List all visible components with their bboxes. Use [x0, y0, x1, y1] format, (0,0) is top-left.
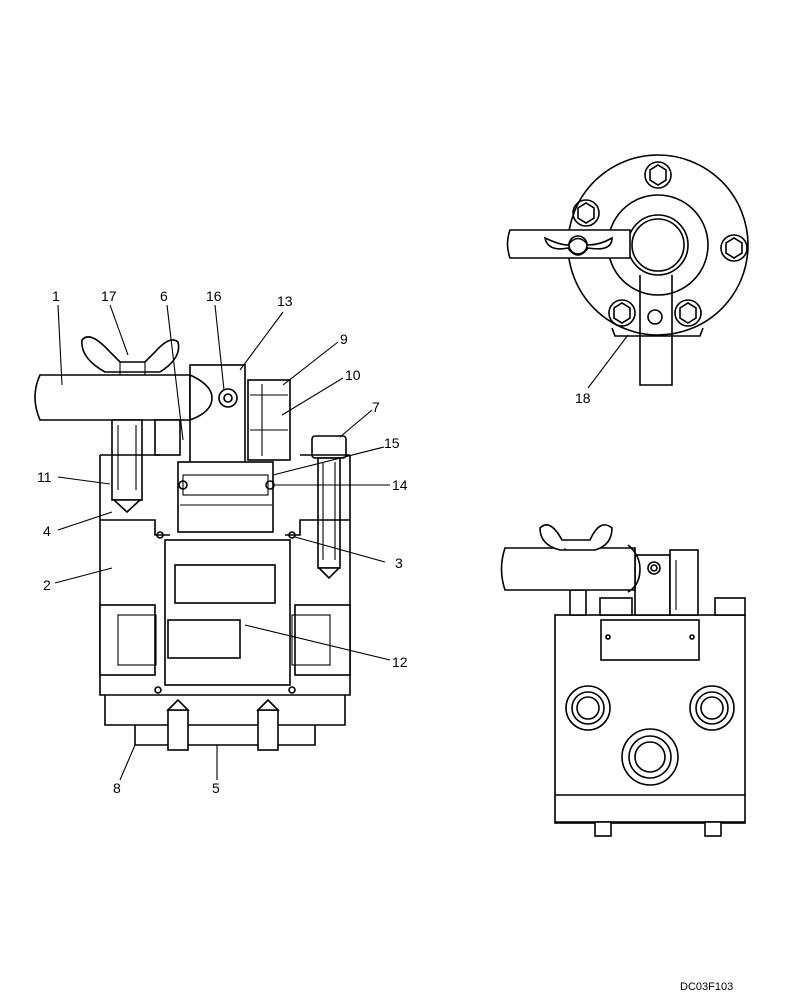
- flange-bolt: [644, 161, 672, 189]
- callout-8: 8: [113, 780, 121, 796]
- port: [565, 685, 611, 731]
- valve-section-view: [34, 336, 351, 751]
- callout-13: 13: [277, 293, 293, 309]
- callout-10: 10: [345, 367, 361, 383]
- wing-nut-top: [543, 236, 613, 256]
- valve-side-view: [500, 524, 746, 837]
- callout-17: 17: [101, 288, 117, 304]
- callout-16: 16: [206, 288, 222, 304]
- callout-12: 12: [392, 654, 408, 670]
- handle-lever: [34, 374, 191, 421]
- leader-lines: [54, 304, 629, 781]
- port: [689, 685, 735, 731]
- wing-nut: [81, 336, 180, 373]
- set-screw: [218, 388, 238, 408]
- callout-11: 11: [37, 469, 52, 485]
- spool: [164, 539, 291, 686]
- callout-2: 2: [43, 577, 51, 593]
- callout-14: 14: [392, 477, 408, 493]
- callout-4: 4: [43, 523, 51, 539]
- callout-9: 9: [340, 331, 348, 347]
- callout-18: 18: [575, 390, 591, 406]
- callout-3: 3: [395, 555, 403, 571]
- port: [621, 728, 679, 786]
- valve-block: [554, 614, 746, 824]
- clamp-block: [247, 379, 291, 461]
- callout-7: 7: [372, 399, 380, 415]
- figure-reference: DC03F103: [680, 981, 733, 993]
- bolt: [111, 419, 143, 501]
- valve-top-view: [506, 154, 749, 386]
- callout-5: 5: [212, 780, 220, 796]
- name-plate: [600, 619, 700, 661]
- callout-6: 6: [160, 288, 168, 304]
- callout-1: 1: [52, 288, 60, 304]
- callout-15: 15: [384, 435, 400, 451]
